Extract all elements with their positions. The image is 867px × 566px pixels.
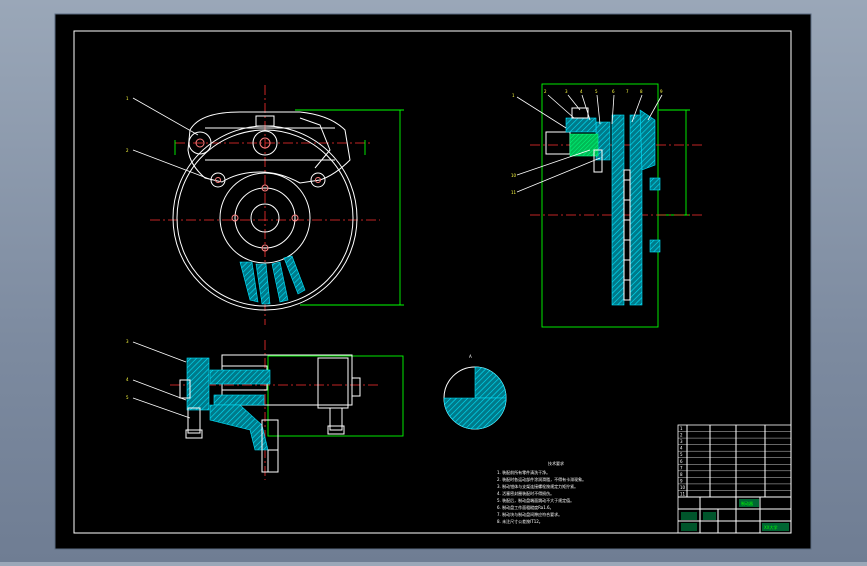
side-callout-10: 10	[511, 173, 517, 178]
title-block-row-number: 5	[680, 452, 683, 457]
top-callout-5: 5	[126, 395, 129, 400]
side-callout-9: 9	[660, 89, 663, 94]
side-callout-1: 1	[512, 93, 515, 98]
title-block: 1 23 45 67 89 10 11	[677, 424, 792, 534]
side-view	[516, 83, 705, 328]
note-line-6: 6. 制动盘工作面粗糙度Ra1.6。	[497, 504, 554, 510]
side-callout-5: 5	[595, 89, 598, 94]
company-name: XX大学	[764, 524, 777, 530]
section-a-detail	[443, 366, 507, 430]
note-line-8: 8. 未注尺寸公差按IT12。	[497, 518, 543, 524]
title-block-row-number: 11	[680, 492, 686, 497]
title-block-row-number: 3	[680, 439, 683, 444]
technical-notes: 技术要求 1. 装配前所有零件清洗干净。 2. 装配时各运动部件涂润滑脂，不得有…	[497, 460, 586, 524]
side-callout-7: 7	[626, 89, 629, 94]
top-view	[132, 340, 404, 480]
note-line-7: 7. 制动块与制动盘间隙应符合要求。	[497, 511, 562, 517]
side-callout-8: 8	[640, 89, 643, 94]
front-callout-1: 1	[126, 96, 129, 101]
drawing-sheet	[54, 13, 812, 550]
drawing-name: 制动器	[741, 500, 753, 506]
note-line-5: 5. 装配后，制动盘端面跳动不大于规定值。	[497, 497, 574, 503]
side-callout-6: 6	[612, 89, 615, 94]
notes-title: 技术要求	[548, 460, 564, 466]
title-block-row-number: 6	[680, 459, 683, 464]
title-block-rows: 1 23 45 67 89 10 11	[678, 426, 791, 497]
side-callout-11: 11	[511, 190, 517, 195]
title-block-row-number: 8	[680, 472, 683, 477]
drawing-border	[73, 30, 792, 534]
title-block-row-number: 7	[680, 465, 683, 470]
side-callout-3: 3	[565, 89, 568, 94]
title-block-row-number: 4	[680, 446, 683, 451]
top-callout-4: 4	[126, 377, 129, 382]
section-a-label: A	[469, 354, 472, 359]
title-block-row-number: 9	[680, 478, 683, 483]
front-view	[132, 85, 404, 325]
title-block-row-number: 10	[680, 485, 686, 490]
top-callout-3: 3	[126, 339, 129, 344]
note-line-4: 4. 活塞密封圈装配时不得损伤。	[497, 490, 554, 496]
title-block-row-number: 1	[680, 426, 683, 431]
front-callout-2: 2	[126, 148, 129, 153]
note-line-2: 2. 装配时各运动部件涂润滑脂，不得有卡滞现象。	[497, 476, 586, 482]
side-callout-2: 2	[544, 89, 547, 94]
side-callout-4: 4	[580, 89, 583, 94]
title-block-row-number: 2	[680, 433, 683, 438]
note-line-3: 3. 制动钳体与支架连接螺栓按规定力矩拧紧。	[497, 483, 578, 489]
note-line-1: 1. 装配前所有零件清洗干净。	[497, 469, 550, 475]
